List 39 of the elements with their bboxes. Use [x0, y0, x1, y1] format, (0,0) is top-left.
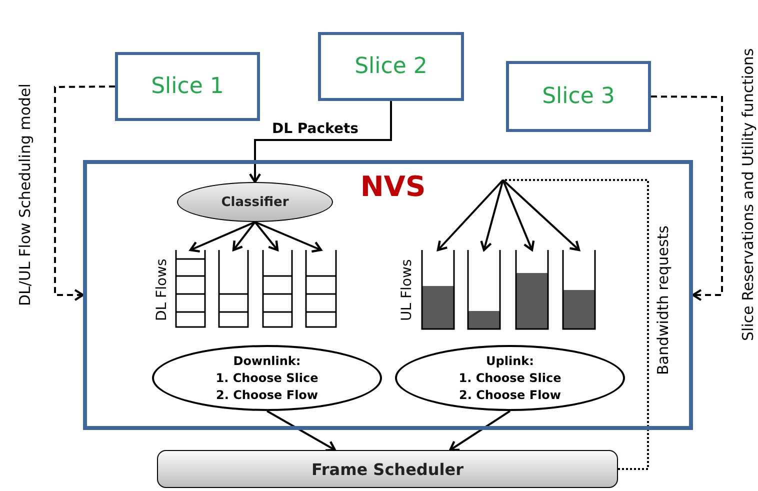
edge-label: Bandwidth requests: [653, 224, 673, 377]
step-text: 1. Choose Slice: [216, 370, 318, 386]
edge-label: DL/UL Flow Scheduling model: [15, 82, 35, 308]
step-text: 2. Choose Flow: [216, 386, 318, 404]
queue-drawing: [562, 250, 596, 330]
axis-label: UL Flows: [398, 258, 416, 323]
queue-drawing: [305, 250, 337, 328]
arrow: [254, 221, 279, 252]
slice-label: Slice 1: [151, 74, 224, 99]
scheduler-bar: [157, 450, 618, 488]
queue-drawing: [467, 250, 501, 330]
ellipse-heading: Downlink:: [233, 352, 301, 370]
slice-box: [115, 52, 260, 121]
node-label: Classifier: [221, 194, 289, 210]
queue-drawing: [175, 250, 206, 328]
queue-drawing: [262, 250, 293, 328]
axis-label: DL Flows: [153, 258, 171, 324]
arrow: [449, 410, 511, 452]
slice-label: Slice 2: [354, 54, 428, 79]
nvs-panel: [83, 160, 693, 430]
arrow: [651, 96, 723, 302]
slice-box: [318, 32, 464, 101]
arrow: [254, 221, 322, 253]
arrow: [266, 410, 336, 452]
arrow: [189, 221, 256, 252]
ellipse-heading: Uplink:: [486, 352, 534, 370]
queue-drawing: [218, 250, 249, 328]
step-text: 1. Choose Slice: [458, 370, 562, 386]
arrow: [232, 221, 256, 252]
arrow: [248, 101, 392, 184]
queue-drawing: [515, 250, 549, 330]
edge-label: Slice Reservations and Utility functions: [738, 48, 758, 344]
node-label: Frame Scheduler: [311, 460, 464, 478]
queue-drawing: [421, 250, 455, 330]
arrow: [54, 86, 115, 302]
slice-box: [506, 61, 651, 132]
panel-title: NVS: [360, 170, 426, 203]
slice-label: Slice 3: [542, 84, 615, 109]
step-text: 2. Choose Flow: [458, 386, 562, 404]
